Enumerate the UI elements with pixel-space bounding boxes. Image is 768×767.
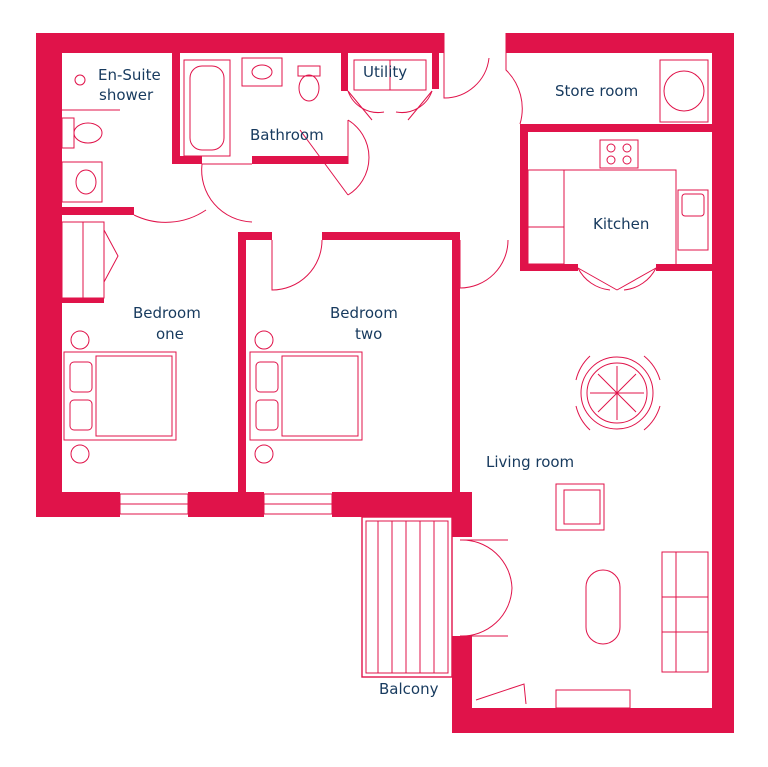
doors — [133, 53, 657, 637]
label-bathroom: Bathroom — [250, 126, 324, 144]
boiler-icon — [659, 59, 709, 123]
armchair-icon — [555, 483, 605, 531]
exterior-walls — [36, 33, 734, 733]
bed-icon — [63, 330, 177, 464]
room-labels: En-Suite shower Utility Bathroom Store r… — [98, 63, 649, 698]
kitchen-sink-icon — [677, 189, 709, 251]
wardrobe-icon — [61, 221, 119, 299]
ensuite-toilet-icon — [61, 117, 103, 149]
dining-table-icon — [575, 355, 661, 431]
label-living-room: Living room — [486, 453, 574, 471]
label-kitchen: Kitchen — [593, 215, 649, 233]
tv-unit-icon — [555, 689, 631, 709]
label-bedroom-two-line2: two — [355, 325, 382, 343]
interior-walls — [62, 53, 712, 517]
bed-two-icon — [249, 330, 363, 464]
sink-icon — [241, 57, 283, 87]
side-unit-icon — [475, 683, 527, 705]
label-ensuite-line2: shower — [99, 86, 154, 104]
sofa-icon — [661, 551, 709, 673]
windows — [119, 33, 507, 515]
label-store-room: Store room — [555, 82, 638, 100]
hob-icon — [599, 139, 639, 169]
bathtub-icon — [183, 59, 231, 157]
label-utility: Utility — [363, 63, 407, 81]
toilet-icon — [297, 65, 321, 102]
label-bedroom-two-line1: Bedroom — [330, 304, 398, 322]
coffee-table-icon — [585, 569, 621, 645]
label-balcony: Balcony — [379, 680, 439, 698]
label-bedroom-one-line2: one — [156, 325, 184, 343]
kitchen-counter — [527, 169, 677, 265]
balcony-deck — [361, 516, 453, 678]
label-bedroom-one-line1: Bedroom — [133, 304, 201, 322]
ensuite-sink-icon — [61, 161, 103, 203]
shower-icon — [62, 74, 120, 111]
label-ensuite-line1: En-Suite — [98, 66, 161, 84]
washing-machine-icon — [353, 59, 427, 91]
